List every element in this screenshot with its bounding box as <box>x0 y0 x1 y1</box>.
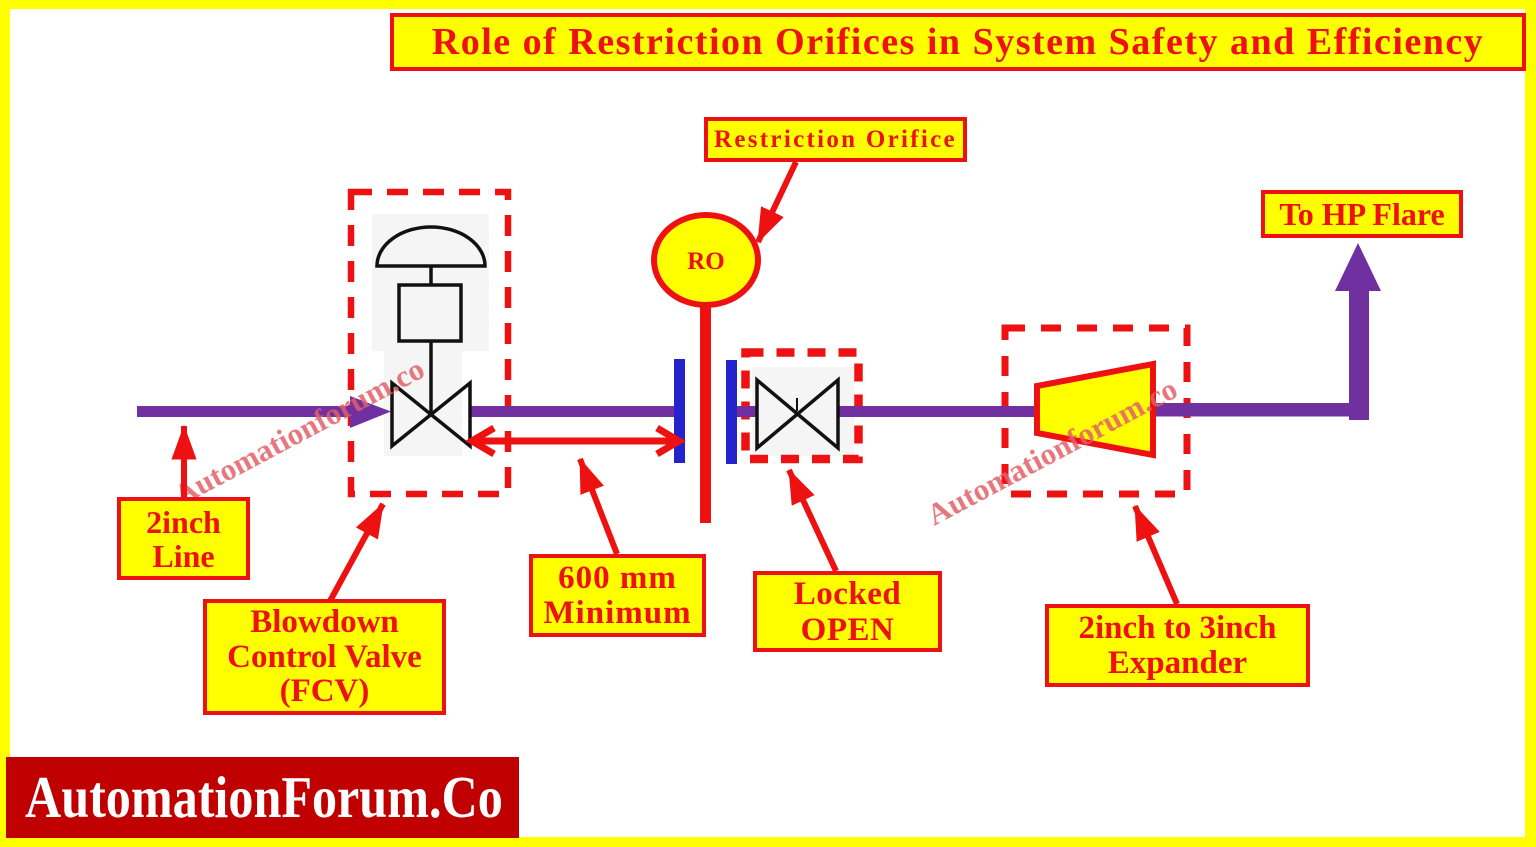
svg-text:RO: RO <box>687 248 725 275</box>
